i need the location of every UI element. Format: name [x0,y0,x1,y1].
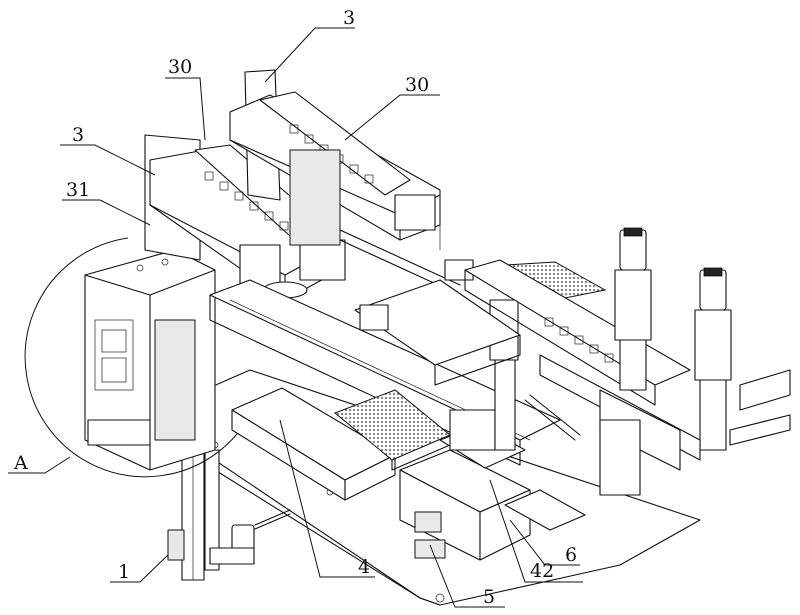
callout-30-top-right: 30 [405,74,429,96]
center-station [399,394,586,561]
callout-6: 6 [565,544,577,566]
callout-30-left: 30 [168,56,192,78]
detail-circle-a [24,237,256,478]
callout-4: 4 [358,556,370,578]
right-gantries [464,227,791,496]
callout-3-top: 3 [343,7,355,29]
leader-lines [8,27,583,608]
gantry-top [229,69,441,250]
left-frame [84,249,216,471]
callout-A: A [13,452,28,474]
callout-42: 42 [530,560,554,582]
callout-1: 1 [118,561,130,583]
callout-3-left: 3 [72,124,84,146]
callout-5: 5 [483,586,495,608]
callout-31: 31 [66,179,90,201]
middle-column [354,259,521,451]
